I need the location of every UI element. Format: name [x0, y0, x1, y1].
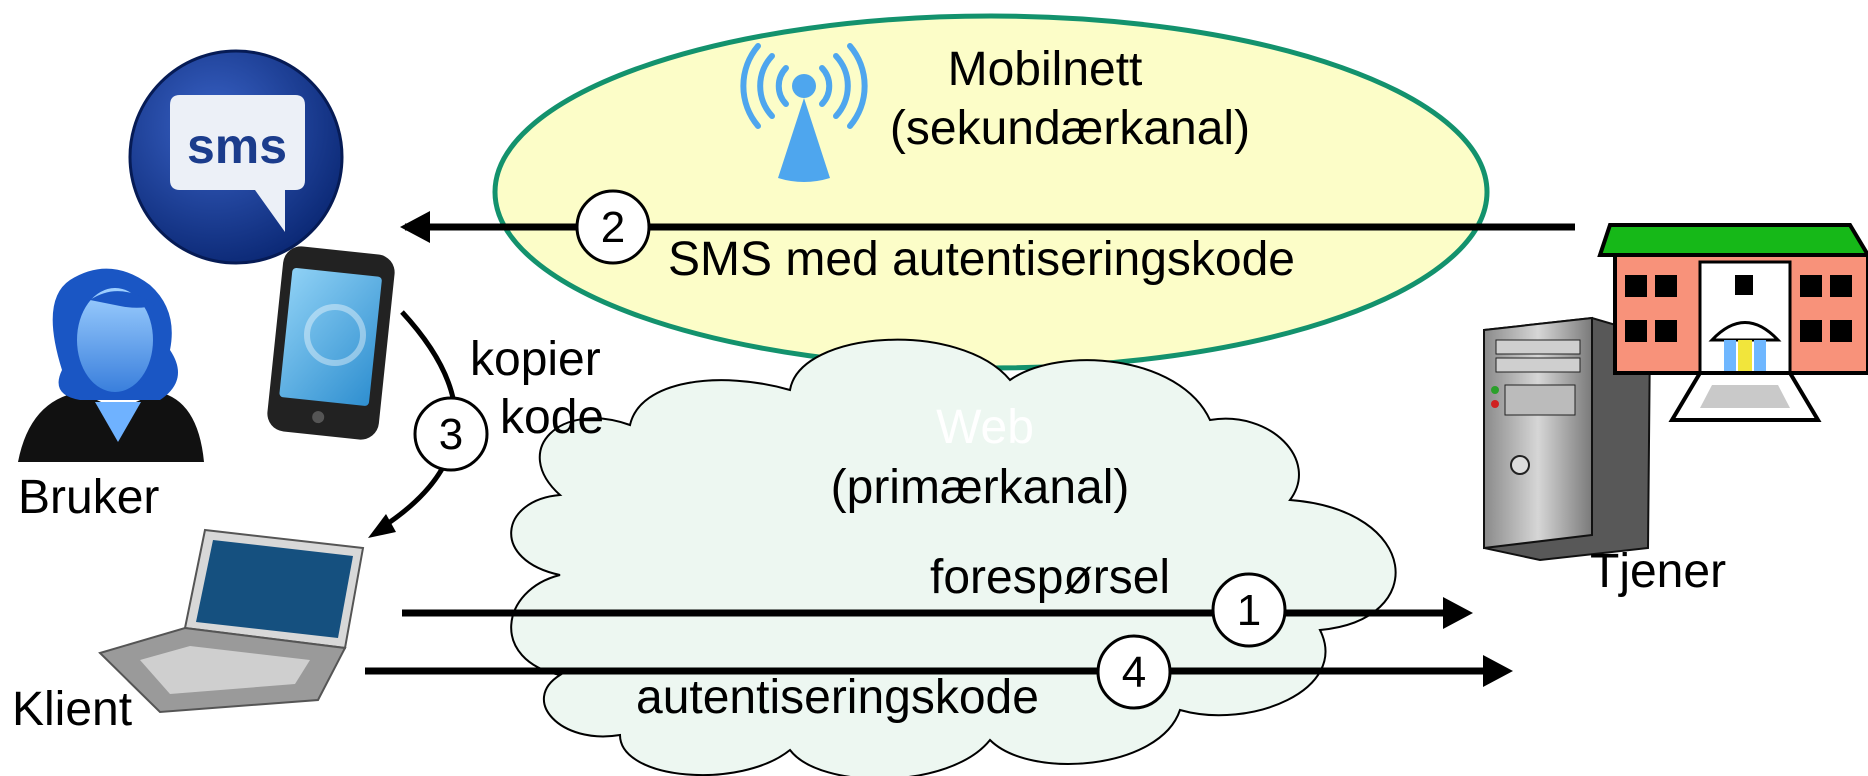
- sms-badge-text: sms: [187, 118, 287, 174]
- step-4-number: 4: [1121, 648, 1147, 697]
- antenna-icon: [740, 43, 868, 182]
- arrow-step-3-head: [368, 514, 396, 538]
- web-title: Web: [936, 401, 1034, 454]
- step-1-label: forespørsel: [930, 551, 1171, 604]
- building-icon: [1597, 223, 1868, 422]
- arrow-step-1-head: [1443, 597, 1473, 629]
- server-label: Tjener: [1590, 545, 1727, 598]
- web-subtitle: (primærkanal): [830, 461, 1130, 514]
- step-3-circle: [413, 396, 489, 472]
- mobile-network-title: Mobilnett: [947, 43, 1143, 96]
- sms-icon: sms: [128, 49, 344, 265]
- web-cloud: [510, 338, 1397, 776]
- step-4-label: autentiseringskode: [636, 671, 1039, 724]
- step-2-label: SMS med autentiseringskode: [668, 233, 1295, 286]
- step-2-number: 2: [600, 203, 626, 252]
- phone-icon: [267, 246, 395, 440]
- step-3-label-line2: kode: [500, 391, 605, 444]
- user-icon: [18, 268, 204, 462]
- arrow-step-4-head: [1483, 655, 1513, 687]
- step-3-number: 3: [438, 410, 464, 459]
- server-icon: [1483, 316, 1652, 562]
- step-2-circle: [575, 189, 651, 265]
- user-label: Bruker: [18, 471, 160, 524]
- laptop-icon: [98, 528, 365, 714]
- step-1-number: 1: [1236, 586, 1262, 635]
- step-4-circle: [1096, 634, 1172, 710]
- step-1-circle: [1211, 572, 1287, 648]
- step-3-label-line1: kopier: [470, 333, 601, 386]
- mobile-network-subtitle: (sekundærkanal): [889, 102, 1251, 155]
- client-label: Klient: [12, 683, 133, 736]
- arrow-step-2-head: [400, 211, 430, 243]
